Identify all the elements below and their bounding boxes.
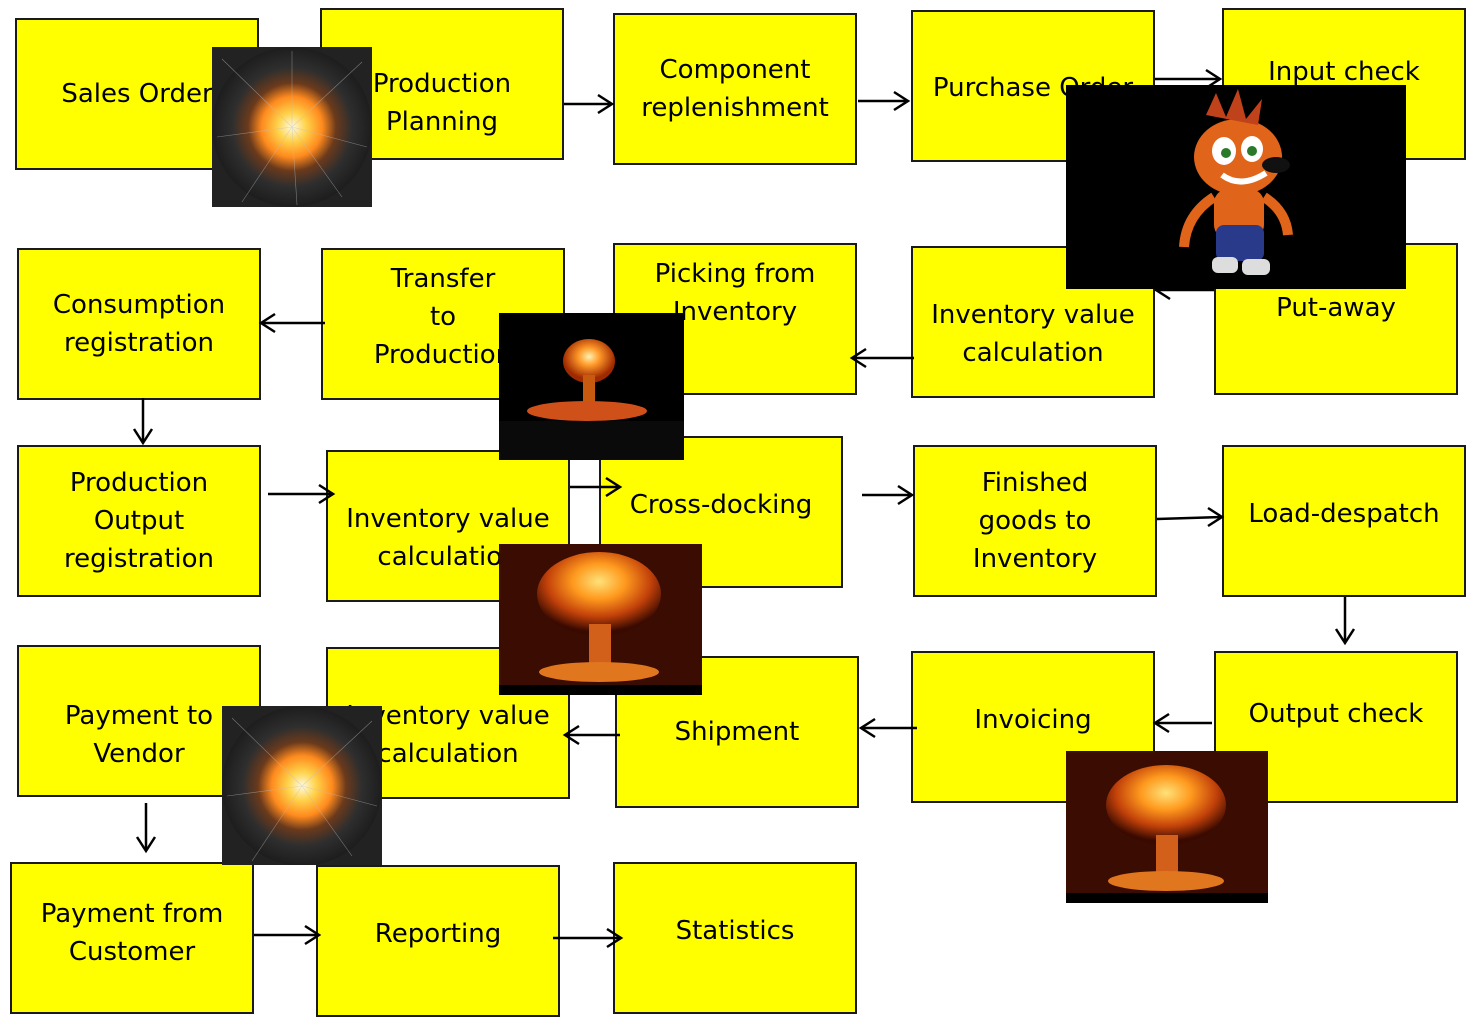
cross-docking-box: Cross-docking: [599, 436, 843, 588]
load-despatch-box: Load-despatch: [1222, 445, 1466, 597]
starburst-explosion-image-2: [222, 706, 382, 865]
statistics-box: Statistics: [613, 862, 857, 1014]
starburst-explosion-image: [212, 47, 372, 207]
arrow-finished-to-load: [1156, 515, 1223, 521]
picking-from-inventory-box: Picking from Inventory: [613, 243, 857, 395]
payment-to-vendor-box: Payment to Vendor: [17, 645, 261, 797]
shipment-box: Shipment: [615, 656, 859, 808]
component-replenishment-box: Component replenishment: [613, 13, 857, 165]
fireball-cloud-image: [499, 544, 702, 695]
mushroom-cloud-image: [499, 313, 684, 460]
cartoon-character-image: [1066, 85, 1406, 289]
reporting-box: Reporting: [316, 865, 560, 1017]
finished-goods-to-inventory-box: Finished goods to Inventory: [913, 445, 1157, 597]
fireball-cloud-image-2: [1066, 751, 1268, 903]
production-output-registration-box: Production Output registration: [17, 445, 261, 597]
consumption-registration-box: Consumption registration: [17, 248, 261, 400]
payment-from-customer-box: Payment from Customer: [10, 862, 254, 1014]
